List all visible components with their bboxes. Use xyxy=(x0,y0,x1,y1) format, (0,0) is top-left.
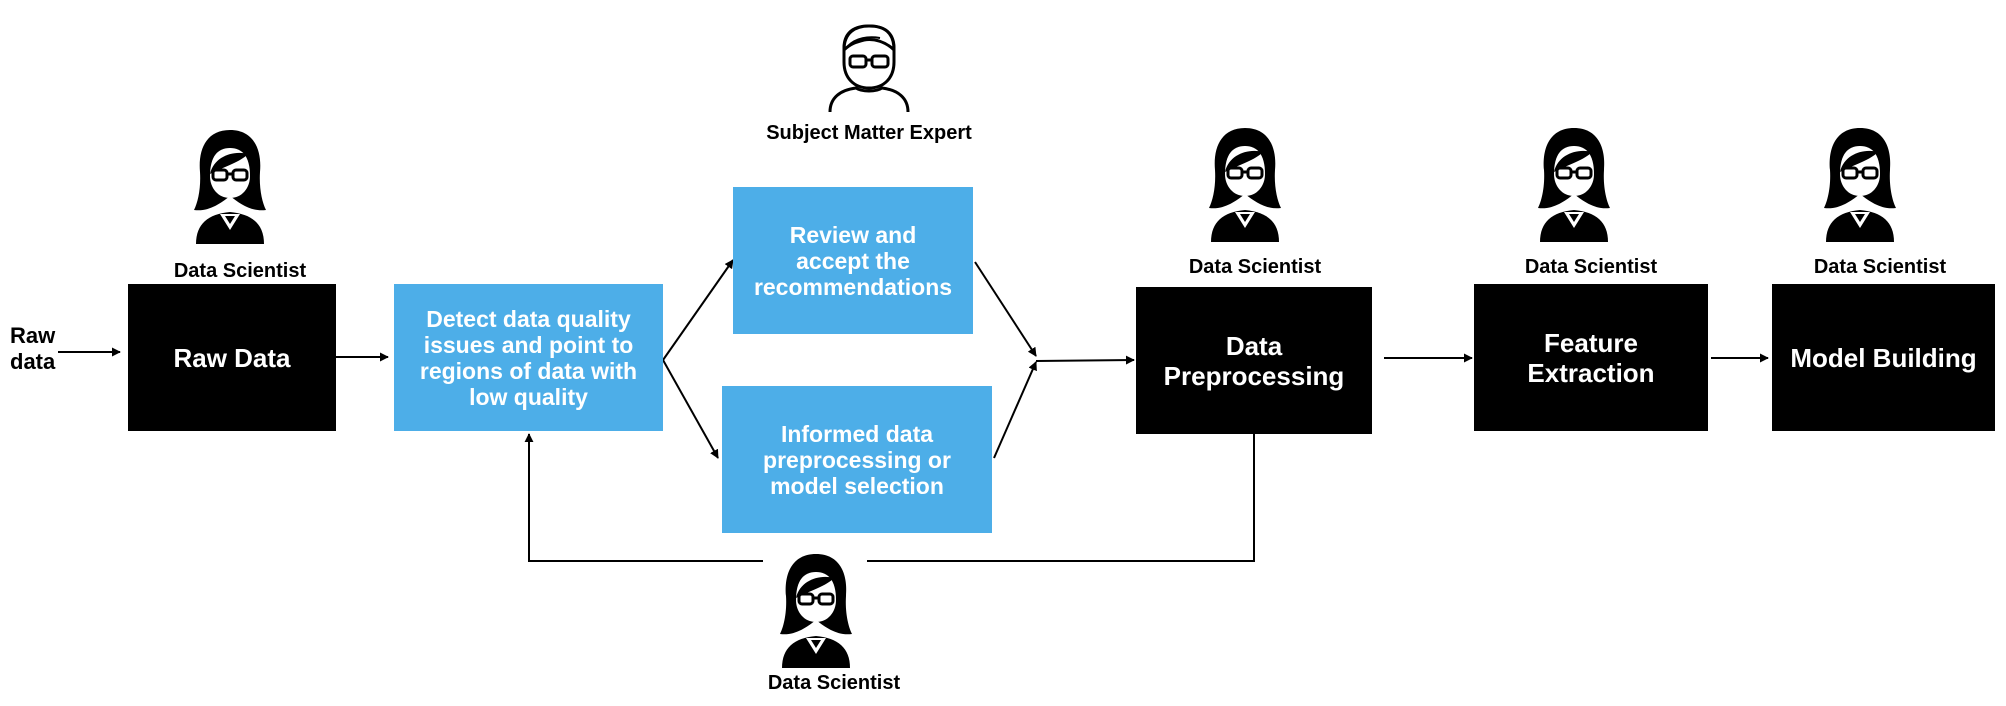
arrow-review-to-merge xyxy=(974,261,1037,357)
arrow-detect-to-informed xyxy=(662,359,719,459)
data-scientist-icon xyxy=(1209,128,1281,242)
informed-line-3: model selection xyxy=(770,472,944,499)
preprocessing-role-label: Data Scientist xyxy=(1188,256,1322,278)
informed-line-1: Informed data xyxy=(780,420,934,447)
informed-line-2: preprocessing or xyxy=(763,446,951,473)
feature-role-label: Data Scientist xyxy=(1524,256,1658,278)
data-preprocessing-node: Data Preprocessing xyxy=(1136,287,1372,434)
review-line-1: Review and xyxy=(789,221,917,248)
feature-line-1: Feature xyxy=(1544,327,1638,358)
arrow-detect-to-review xyxy=(662,259,734,361)
expert-role-label: Subject Matter Expert xyxy=(766,122,972,144)
feedback-line-right xyxy=(867,434,1255,562)
feedback-role-label: Data Scientist xyxy=(767,672,901,694)
data-scientist-icon xyxy=(780,554,852,668)
detect-line-1: Detect data quality xyxy=(426,305,631,332)
detect-line-3: regions of data with xyxy=(419,357,638,384)
preprocessing-line-2: Preprocessing xyxy=(1163,360,1345,391)
raw-data-role-label: Data Scientist xyxy=(173,260,307,282)
model-building-node: Model Building xyxy=(1772,284,1995,431)
model-building-label: Model Building xyxy=(1790,342,1977,373)
raw-data-node-label: Raw Data xyxy=(173,342,291,373)
review-line-3: recommendations xyxy=(753,273,953,300)
review-line-2: accept the xyxy=(796,247,910,274)
raw-data-node: Raw Data xyxy=(128,284,336,431)
subject-matter-expert-icon xyxy=(828,24,910,113)
preprocessing-line-1: Data xyxy=(1225,330,1283,361)
informed-preprocessing-node: Informed data preprocessing or model sel… xyxy=(722,386,992,533)
review-recommendations-node: Review and accept the recommendations xyxy=(733,187,973,334)
detect-quality-node: Detect data quality issues and point to … xyxy=(394,284,663,431)
detect-line-4: low quality xyxy=(469,383,588,410)
feature-extraction-node: Feature Extraction xyxy=(1474,284,1708,431)
raw-data-input-line1: Raw xyxy=(10,323,56,348)
feedback-arrow-left xyxy=(524,433,763,562)
data-scientist-icon xyxy=(1824,128,1896,242)
data-scientist-icon xyxy=(1538,128,1610,242)
model-role-label: Data Scientist xyxy=(1813,256,1947,278)
arrow-informed-to-merge xyxy=(993,361,1037,459)
detect-line-2: issues and point to xyxy=(423,331,634,358)
feature-line-2: Extraction xyxy=(1527,357,1655,388)
raw-data-input-label: Raw data xyxy=(10,323,55,375)
arrow-merge-to-preprocessing xyxy=(1035,355,1135,365)
raw-data-input-line2: data xyxy=(10,349,56,374)
data-scientist-icon xyxy=(194,130,266,244)
